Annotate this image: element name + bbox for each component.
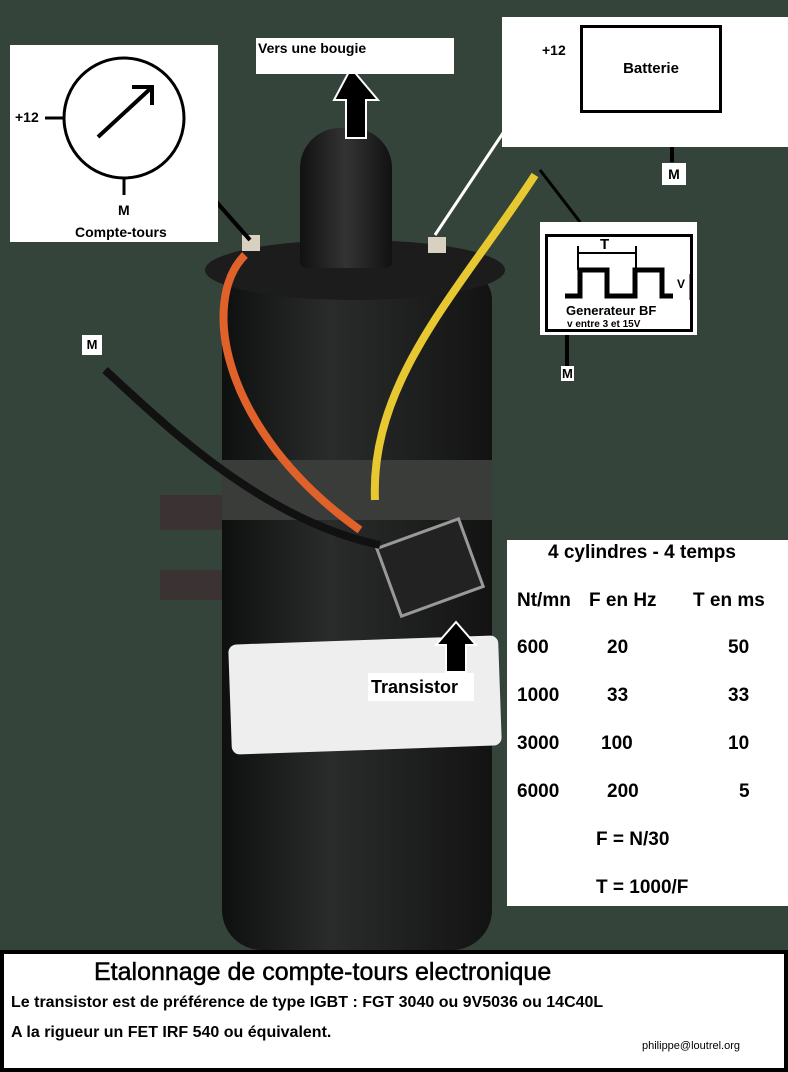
footer-line2: A la rigueur un FET IRF 540 ou équivalen…: [11, 1024, 332, 1041]
footer-title: Etalonnage de compte-tours electronique: [94, 958, 552, 987]
generator-line: [538, 169, 582, 223]
generator-ground-label: M: [561, 366, 574, 381]
coil-band: [222, 460, 492, 520]
generator-panel: T V Generateur BF v entre 3 et 15V: [540, 222, 697, 335]
period-label: T: [600, 236, 610, 253]
square-wave-icon: [565, 246, 691, 300]
generator-sublabel: v entre 3 et 15V: [567, 319, 641, 330]
tach-plus-label: +12: [15, 109, 39, 125]
generator-label: Generateur BF: [566, 303, 657, 318]
table-cell: 20: [607, 637, 629, 658]
table-header: Nt/mn: [517, 590, 571, 611]
tachometer-box: +12 M Compte-tours: [10, 45, 218, 242]
table-cell: 200: [607, 781, 639, 802]
ground-wire-box: M: [82, 335, 102, 355]
battery-plus-label: +12: [542, 42, 566, 58]
transistor-label: Transistor: [371, 677, 459, 697]
ground-wire-label: M: [86, 337, 98, 352]
table-cell: 1000: [517, 685, 560, 706]
battery-box: Batterie: [580, 25, 722, 113]
yellow-wire: [370, 172, 539, 501]
table-cell: 10: [728, 733, 750, 754]
footer-email: philippe@loutrel.org: [642, 1040, 741, 1052]
frequency-table: 4 cylindres - 4 temps Nt/mn F en Hz T en…: [507, 540, 788, 906]
footer-line1: Le transistor est de préférence de type …: [11, 994, 604, 1011]
terminal-right: [428, 237, 446, 253]
arrow-up-icon: [433, 620, 479, 673]
table-title: 4 cylindres - 4 temps: [548, 542, 736, 563]
footer-box: Etalonnage de compte-tours electronique …: [0, 950, 788, 1072]
spark-plug-label: Vers une bougie: [258, 40, 367, 56]
battery-panel: +12 Batterie: [502, 17, 788, 147]
table-cell: 33: [607, 685, 629, 706]
gauge-icon: [45, 56, 186, 195]
formula-frequency: F = N/30: [596, 829, 670, 850]
battery-ground-label: M: [668, 166, 680, 182]
black-wire: [102, 367, 381, 549]
table-cell: 100: [601, 733, 633, 754]
transistor-box: Transistor: [368, 673, 474, 701]
voltage-label: V: [677, 277, 686, 291]
table-header: F en Hz: [589, 590, 657, 611]
generator-box: [545, 234, 693, 332]
table-cell: 33: [728, 685, 750, 706]
orange-wire: [219, 252, 363, 534]
table-cell: 50: [728, 637, 750, 658]
spark-plug-box: Vers une bougie: [256, 38, 454, 74]
formula-period: T = 1000/F: [596, 877, 689, 898]
arrow-up-icon: [332, 66, 381, 139]
table-cell: 5: [739, 781, 750, 802]
table-cell: 6000: [517, 781, 560, 802]
table-cell: 3000: [517, 733, 560, 754]
battery-ground-box: M: [662, 163, 686, 185]
coil-bracket: [160, 570, 230, 600]
table-cell: 600: [517, 637, 549, 658]
coil-bracket: [160, 495, 230, 530]
battery-label: Batterie: [623, 60, 679, 77]
table-header: T en ms: [693, 590, 765, 611]
ignition-coil-body: [222, 270, 492, 950]
coil-tower: [300, 128, 392, 268]
tach-label: Compte-tours: [75, 224, 167, 240]
tach-ground-label: M: [118, 202, 130, 218]
